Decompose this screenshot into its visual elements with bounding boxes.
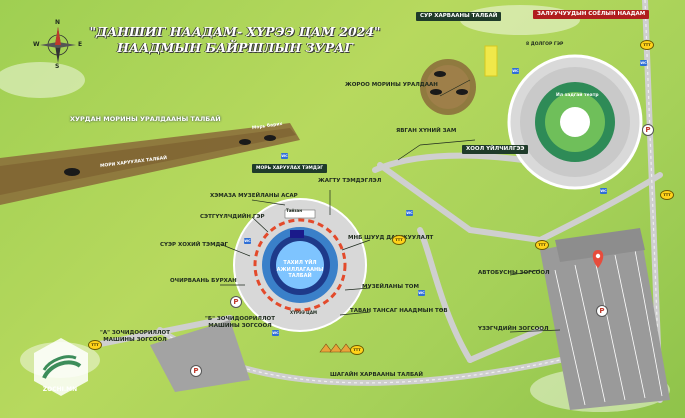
- location-pin-icon: [592, 250, 604, 268]
- label-food-court: ХООЛ ҮЙЛЧИЛГЭЭ: [462, 145, 529, 154]
- horse-icon: [64, 71, 468, 176]
- label-ochirvan: ОЧИРВААНЬ БУРХАН: [170, 278, 237, 284]
- a-parking-lot: [150, 320, 250, 392]
- amphitheater: [507, 54, 643, 190]
- parking-icon: P: [596, 305, 608, 317]
- parking-icon: P: [190, 365, 202, 377]
- ttt-marker: ТТТ: [392, 235, 406, 245]
- label-jaktu: ЖАГТУ ТЭМДЭГЛЭЛ: [318, 178, 382, 184]
- compass-rose-icon: [40, 27, 76, 63]
- label-gate-road: ЯВГАН ХҮНИЙ ЗАМ: [396, 128, 457, 134]
- label-b-parking: "Б" ЗОЧИДООРИЛЛОТ МАШИНЫ ЗОГСООЛ: [205, 316, 275, 329]
- map-title-line2: НААДМЫН БАЙРШЛЫН ЗУРАГ: [117, 40, 353, 55]
- wc-icon: WC: [512, 68, 519, 74]
- wc-icon: WC: [640, 60, 647, 66]
- label-bus-parking: АВТОБУСНЫ ЗОГСООЛ: [478, 270, 550, 276]
- label-stage-small: Тайзан: [286, 208, 303, 213]
- label-amphitheater: Ил задгай театр: [556, 93, 599, 98]
- vip-parking-lot: [540, 230, 670, 410]
- wc-icon: WC: [406, 210, 413, 216]
- ttt-marker: ТТТ: [535, 240, 549, 250]
- map-title: "ДАНШИГ НААДАМ- ХҮРЭЭ ЦАМ 2024" НААДМЫН …: [80, 24, 390, 55]
- label-center-stage: ТАХИЛ ҮЙЛ АЖИЛЛАГААНЫ ТАЛБАЙ: [276, 260, 324, 279]
- label-trot-race: ЖОРОО МОРИНЫ УРАЛДААН: [345, 82, 438, 88]
- arrow-field-marker: [484, 45, 498, 77]
- tent-icon: [319, 343, 353, 353]
- parking-icon: P: [230, 296, 242, 308]
- compass-n: N: [55, 19, 61, 26]
- label-horse-statue: СҮЭР ХОХИЙ ТЭМДЭГ: [160, 242, 228, 248]
- label-dolgor-ger: 8 ДОЛГОР ГЭР: [526, 42, 564, 47]
- label-youth-festival: ЗАЛУУЧУУДЫН СОЁЛЫН НААДАМ: [533, 10, 650, 19]
- wc-icon: WC: [418, 290, 425, 296]
- ttt-marker: ТТТ: [660, 190, 674, 200]
- label-museum-tom: МУЗЕЙЛАНЫ ТОМ: [362, 284, 419, 290]
- label-horse-viewing: МОРЬ ХАРУУЛАХ ТЭМДЭГ: [252, 164, 328, 173]
- bus-parking-area: [555, 228, 645, 262]
- logo-text: ZOCHI.MN: [42, 386, 78, 393]
- label-inner-text: ХҮРЭЭ ЦАМ: [290, 310, 317, 315]
- central-arena: [233, 198, 367, 332]
- map-title-line1: "ДАНШИГ НААДАМ- ХҮРЭЭ ЦАМ 2024": [89, 24, 381, 39]
- label-mnb: МНБ ШУУД ДАМЖУУЛАЛТ: [348, 235, 434, 241]
- compass-e: E: [78, 41, 83, 48]
- label-horse-race: ХУРДАН МОРИНЫ УРАЛДААНЫ ТАЛБАЙ: [70, 115, 221, 123]
- compass-s: S: [55, 63, 60, 70]
- zochi-logo-icon: [34, 338, 88, 396]
- label-five-tents: ТАВАН ТАНСАГ НААДМЫН ТӨВ: [350, 308, 448, 314]
- ttt-marker: ТТТ: [640, 40, 654, 50]
- wc-icon: WC: [281, 153, 288, 159]
- ttt-marker: ТТТ: [88, 340, 102, 350]
- callout-lines: [219, 79, 561, 333]
- label-shagai: ШАГАЙН ХАРВААНЫ ТАЛБАЙ: [330, 372, 424, 378]
- wc-icon: WC: [600, 188, 607, 194]
- label-a-parking: "А" ЗОЧИДООРИЛЛОТ МАШИНЫ ЗОГСООЛ: [100, 330, 170, 343]
- label-khuree-museum: ХЭМАЗА МУЗЕЙЛАНЫ АСАР: [210, 193, 298, 199]
- parking-icon: P: [642, 124, 654, 136]
- label-stuppa-ger: СЭТГҮҮЛЧДИЙН ГЭР: [200, 214, 265, 220]
- wc-icon: WC: [272, 330, 279, 336]
- ttt-marker: ТТТ: [350, 345, 364, 355]
- label-vip-parking: ҮЗЭГЧДИЙН ЗОГСООЛ: [478, 326, 549, 332]
- compass-w: W: [33, 41, 40, 48]
- wc-icon: WC: [244, 238, 251, 244]
- label-arrow-field: СУР ХАРВААНЫ ТАЛБАЙ: [416, 12, 502, 21]
